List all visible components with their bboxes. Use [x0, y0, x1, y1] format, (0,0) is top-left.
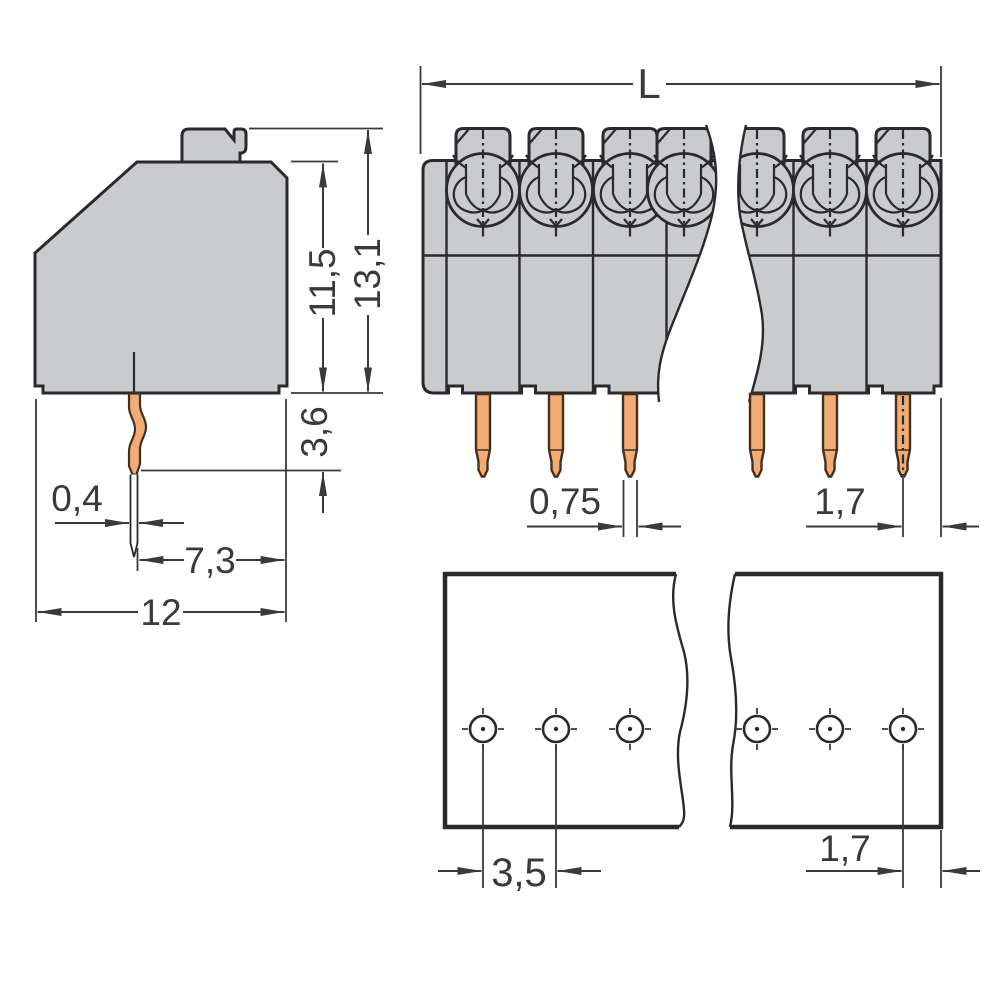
dim-label-pin-square: 0,75 [529, 481, 601, 522]
drill-plan-dimensions: 3,5 1,7 [438, 744, 980, 895]
side-view-latch [180, 127, 248, 164]
pcb-right-section [730, 571, 944, 830]
dim-label-depth: 12 [140, 592, 181, 633]
pcb-left-section [442, 571, 679, 830]
dim-label-pin-to-edge: 7,3 [184, 540, 235, 581]
dim-label-length: L [637, 60, 660, 107]
dim-label-edge-distance: 1,7 [814, 481, 865, 522]
drill-plan: 3,5 1,7 [438, 571, 980, 895]
side-view: 11,5 13,1 3,6 0,4 7,3 12 [33, 127, 388, 633]
front-view: L 0,75 1,7 [419, 60, 979, 537]
dim-label-hole-edge-distance: 1,7 [819, 828, 870, 869]
pcb-right-break-line [727, 573, 738, 828]
side-view-solder-pin [127, 392, 148, 476]
dim-label-height-upper: 11,5 [302, 248, 343, 317]
break-line-right [737, 124, 765, 403]
side-view-dimensions: 11,5 13,1 3,6 0,4 7,3 12 [35, 127, 388, 633]
break-line-left [656, 124, 718, 403]
drill-holes [460, 706, 926, 752]
break-gap-mask [658, 124, 763, 403]
pcb-left-break-line [671, 573, 689, 828]
side-view-pin-needle [129, 474, 139, 558]
dim-label-pitch: 3,5 [491, 851, 547, 895]
solder-pins [474, 392, 912, 478]
dim-label-pin-root: 3,6 [294, 406, 335, 457]
front-view-dimensions: L 0,75 1,7 [419, 60, 979, 537]
dim-label-height-total: 13,1 [347, 238, 388, 310]
dim-label-pin-width: 0,4 [51, 478, 102, 519]
side-view-housing [33, 160, 289, 395]
